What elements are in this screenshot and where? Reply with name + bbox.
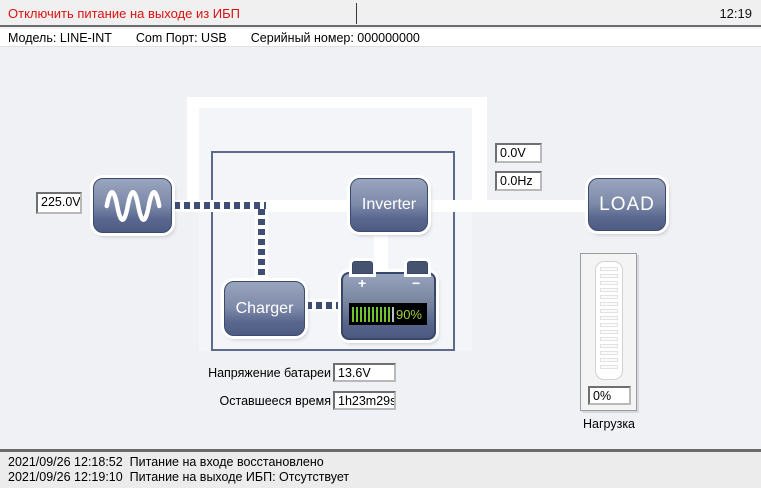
dotted-input-line [174, 202, 266, 209]
battery-terminal-negative [407, 261, 428, 274]
battery-voltage-label: Напряжение батареи [208, 366, 331, 380]
event-log: 2021/09/26 12:18:52 Питание на входе вос… [0, 449, 761, 488]
load-meter-label: Нагрузка [582, 417, 636, 431]
pipe-right [472, 97, 487, 208]
battery-voltage-box: 13.6V [333, 363, 396, 382]
battery-terminal-positive [352, 261, 373, 274]
remaining-time-box: 1h23m29s [333, 391, 396, 410]
pipe-top [187, 97, 487, 108]
pipe-left [187, 97, 199, 208]
device-info-bar: Модель: LINE-INT Com Порт: USB Серийный … [0, 29, 761, 47]
battery-charge-display: 90% [349, 303, 427, 325]
log-entry: 2021/09/26 12:18:52 Питание на входе вос… [8, 455, 324, 469]
model-value: Модель: LINE-INT [8, 30, 112, 45]
command-bar-divider [356, 3, 357, 24]
log-entry: 2021/09/26 12:19:10 Питание на выходе ИБ… [8, 470, 350, 484]
serial-number-value: Серийный номер: 000000000 [250, 30, 420, 45]
remaining-time-label: Оставшееся время [219, 394, 331, 408]
sine-wave-icon [101, 185, 165, 227]
dotted-charger-battery [306, 302, 343, 309]
shutdown-output-command[interactable]: Отключить питание на выходе из ИБП [8, 6, 240, 21]
charger-label: Charger [235, 299, 294, 317]
minus-sign: − [412, 275, 421, 291]
com-port-value: Com Порт: USB [135, 30, 227, 45]
charger-node[interactable]: Charger [224, 281, 305, 336]
dotted-charger-drop [258, 209, 265, 279]
load-node[interactable]: LOAD [588, 178, 666, 231]
input-voltage-box: 225.0V [36, 192, 82, 214]
power-flow-diagram: Inverter Charger LOAD + − 90% 225.0V 0.0… [0, 48, 761, 449]
load-label: LOAD [599, 193, 655, 215]
load-percent-box: 0% [588, 386, 631, 405]
clock: 12:19 [719, 6, 752, 21]
inverter-node[interactable]: Inverter [350, 178, 428, 232]
command-bar: Отключить питание на выходе из ИБП 12:19 [0, 0, 761, 27]
output-voltage-box: 0.0V [495, 143, 542, 163]
plus-sign: + [358, 275, 367, 291]
battery-percent: 90% [395, 306, 422, 322]
load-meter-panel: 0% [580, 253, 637, 411]
load-meter-gauge [595, 261, 623, 380]
pipe-inverter-battery [374, 230, 388, 274]
battery-bars [352, 306, 394, 322]
inverter-label: Inverter [361, 196, 417, 213]
ac-input-node[interactable] [93, 178, 172, 233]
ups-unit-outline [211, 151, 455, 351]
battery-node[interactable]: + − 90% [341, 261, 436, 340]
output-frequency-box: 0.0Hz [495, 171, 542, 191]
